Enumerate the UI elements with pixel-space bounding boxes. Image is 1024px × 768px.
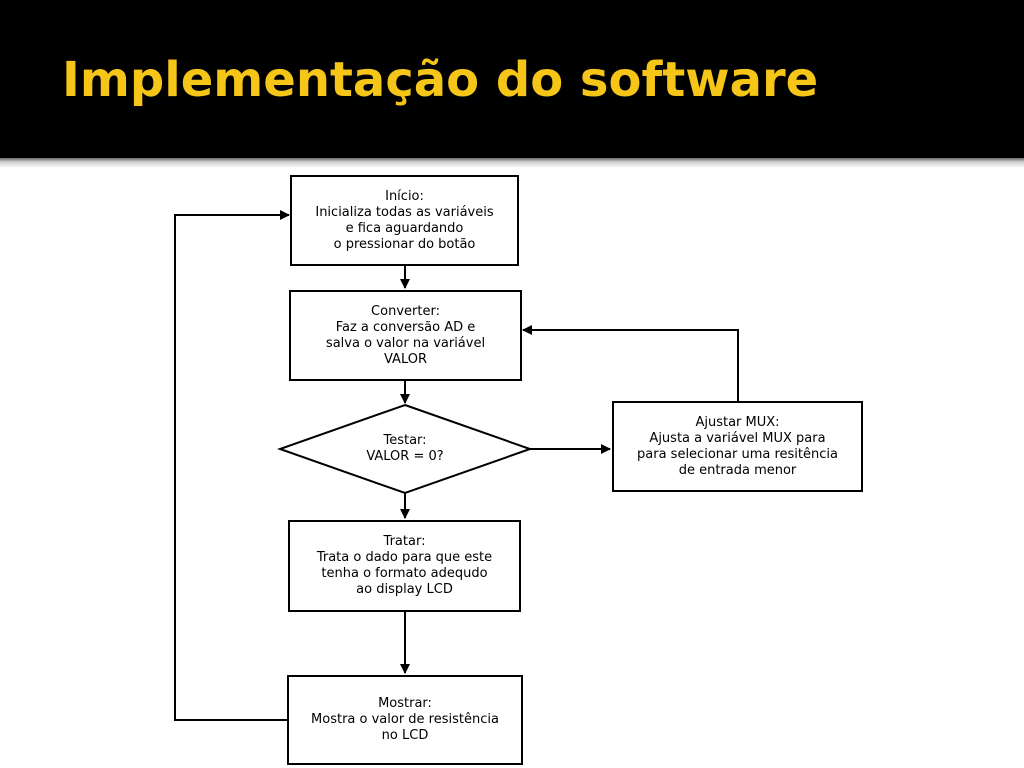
ajustar-box: Ajustar MUX: Ajusta a variável MUX para …	[612, 401, 863, 492]
testar-heading: Testar:	[383, 433, 427, 448]
mostrar-line1: Mostra o valor de resistência	[311, 712, 499, 727]
tratar-heading: Tratar:	[383, 534, 426, 549]
inicio-line2: e fica aguardando	[345, 220, 464, 236]
ajustar-line2: para selecionar uma resitência	[637, 446, 838, 462]
converter-heading: Converter:	[371, 303, 440, 319]
tratar-line1: Trata o dado para que este	[316, 550, 493, 565]
mostrar-line2: no LCD	[381, 728, 429, 743]
arrow-mostrar-inicio	[174, 210, 290, 721]
ajustar-heading: Ajustar MUX:	[695, 414, 780, 430]
ajustar-line1: Ajusta a variável MUX para	[649, 430, 826, 446]
tratar-line3: ao display LCD	[356, 582, 453, 597]
converter-box: Converter: Faz a conversão AD e salva o …	[289, 290, 522, 381]
title-separator	[0, 158, 1024, 168]
tratar-box: Tratar: Trata o dado para que este tenha…	[288, 520, 521, 612]
converter-line1: Faz a conversão AD e	[335, 319, 476, 335]
title-bar: Implementação do software	[0, 0, 1024, 158]
mostrar-box: Mostrar: Mostra o valor de resistência n…	[287, 675, 523, 765]
arrow-ajustar-converter	[522, 325, 739, 401]
slide-title: Implementação do software	[62, 52, 819, 108]
testar-label: Testar: VALOR = 0?	[330, 433, 480, 465]
converter-line2: salva o valor na variável	[325, 335, 486, 351]
inicio-line3: o pressionar do botão	[333, 236, 476, 252]
inicio-heading: Início:	[385, 188, 424, 204]
tratar-line2: tenha o formato adequdo	[321, 566, 488, 581]
ajustar-line3: de entrada menor	[678, 462, 797, 478]
mostrar-heading: Mostrar:	[378, 696, 432, 711]
testar-line1: VALOR = 0?	[366, 449, 444, 464]
inicio-box: Início: Inicializa todas as variáveis e …	[290, 175, 519, 266]
converter-line3: VALOR	[384, 351, 427, 367]
inicio-line1: Inicializa todas as variáveis	[315, 204, 494, 220]
